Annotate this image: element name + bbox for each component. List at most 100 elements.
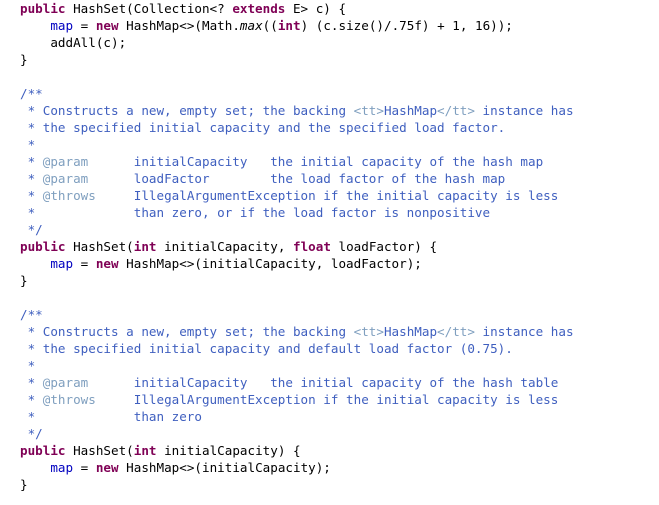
comment-token: HashMap — [383, 324, 438, 339]
comment-token: * — [20, 358, 36, 373]
keyword-token: extends — [232, 1, 286, 16]
comment-token: /** — [20, 307, 43, 322]
javadoc-tag-token: @throws — [42, 188, 96, 203]
code-token: HashSet( — [65, 443, 134, 458]
comment-token: * — [20, 392, 43, 407]
code-token — [20, 460, 50, 475]
comment-token: * — [20, 154, 43, 169]
code-token: loadFactor) { — [330, 239, 438, 254]
code-line[interactable]: map = new HashMap<>(initialCapacity); — [20, 459, 331, 476]
comment-token: * — [20, 137, 36, 152]
code-token: addAll(c); — [20, 35, 127, 50]
comment-token: initialCapacity the initial capacity of … — [88, 375, 559, 390]
code-line[interactable]: * @throws IllegalArgumentException if th… — [20, 391, 559, 408]
code-token: HashSet(Collection<? — [65, 1, 233, 16]
javadoc-tag-token: @param — [42, 154, 89, 169]
code-line[interactable]: * @param initialCapacity the initial cap… — [20, 374, 559, 391]
code-line[interactable]: * the specified initial capacity and the… — [20, 119, 506, 136]
comment-token: /** — [20, 86, 43, 101]
keyword-token: new — [95, 460, 119, 475]
field-token: map — [50, 256, 74, 271]
comment-token: IllegalArgumentException if the initial … — [95, 188, 559, 203]
keyword-token: public — [20, 239, 66, 254]
comment-token: * than zero, or if the load factor is no… — [20, 205, 491, 220]
code-line[interactable]: * than zero — [20, 408, 202, 425]
comment-token: IllegalArgumentException if the initial … — [95, 392, 559, 407]
comment-token: initialCapacity the initial capacity of … — [88, 154, 544, 169]
comment-token: * Constructs a new, empty set; the backi… — [20, 103, 354, 118]
code-token: = — [73, 256, 96, 271]
comment-token: loadFactor the load factor of the hash m… — [88, 171, 506, 186]
keyword-token: int — [277, 18, 301, 33]
code-token: E> c) { — [285, 1, 347, 16]
comment-token: * Constructs a new, empty set; the backi… — [20, 324, 354, 339]
code-token: initialCapacity, — [156, 239, 293, 254]
code-line[interactable]: */ — [20, 425, 43, 442]
keyword-token: new — [95, 18, 119, 33]
code-line[interactable]: addAll(c); — [20, 34, 126, 51]
code-line[interactable]: * Constructs a new, empty set; the backi… — [20, 323, 574, 340]
code-token: } — [20, 477, 28, 492]
comment-token: * than zero — [20, 409, 202, 424]
keyword-token: int — [133, 443, 157, 458]
code-line[interactable]: */ — [20, 221, 43, 238]
field-token: map — [50, 460, 74, 475]
code-token — [20, 256, 50, 271]
keyword-token: float — [292, 239, 331, 254]
comment-token: * — [20, 375, 43, 390]
code-line[interactable]: * @param initialCapacity the initial cap… — [20, 153, 544, 170]
keyword-token: public — [20, 1, 66, 16]
javadoc-tag-token: <tt> — [353, 103, 384, 118]
javadoc-tag-token: <tt> — [353, 324, 384, 339]
field-token: map — [50, 18, 74, 33]
comment-token: * the specified initial capacity and def… — [20, 341, 513, 356]
code-line[interactable]: } — [20, 272, 28, 289]
comment-token: instance has — [474, 103, 574, 118]
code-token: } — [20, 273, 28, 288]
code-token — [20, 18, 50, 33]
comment-token: * the specified initial capacity and the… — [20, 120, 506, 135]
code-line[interactable]: map = new HashMap<>(initialCapacity, loa… — [20, 255, 422, 272]
code-line[interactable]: public HashSet(int initialCapacity) { — [20, 442, 301, 459]
javadoc-tag-token: </tt> — [437, 103, 475, 118]
comment-token: instance has — [474, 324, 574, 339]
code-token: = — [73, 18, 96, 33]
code-token: (( — [262, 18, 278, 33]
code-token: = — [73, 460, 96, 475]
comment-token: */ — [20, 426, 43, 441]
code-line[interactable]: } — [20, 51, 28, 68]
code-line[interactable]: public HashSet(Collection<? extends E> c… — [20, 0, 346, 17]
javadoc-tag-token: @param — [42, 171, 89, 186]
method-token: max — [239, 18, 263, 33]
code-token: HashMap<>(Math. — [118, 18, 240, 33]
code-line[interactable]: * — [20, 136, 36, 153]
code-line[interactable]: * @throws IllegalArgumentException if th… — [20, 187, 559, 204]
code-line[interactable]: /** — [20, 306, 43, 323]
javadoc-tag-token: @throws — [42, 392, 96, 407]
code-line[interactable]: * Constructs a new, empty set; the backi… — [20, 102, 574, 119]
javadoc-tag-token: </tt> — [437, 324, 475, 339]
javadoc-tag-token: @param — [42, 375, 89, 390]
code-line[interactable]: map = new HashMap<>(Math.max((int) (c.si… — [20, 17, 513, 34]
code-token: initialCapacity) { — [156, 443, 301, 458]
comment-token: */ — [20, 222, 43, 237]
comment-token: HashMap — [383, 103, 438, 118]
keyword-token: public — [20, 443, 66, 458]
comment-token: * — [20, 188, 43, 203]
code-token: HashSet( — [65, 239, 134, 254]
code-line[interactable]: } — [20, 476, 28, 493]
code-token: HashMap<>(initialCapacity); — [118, 460, 331, 475]
code-line[interactable]: * — [20, 357, 36, 374]
code-token: } — [20, 52, 28, 67]
comment-token: * — [20, 171, 43, 186]
code-token: ) (c.size()/.75f) + 1, 16)); — [300, 18, 513, 33]
code-line[interactable]: public HashSet(int initialCapacity, floa… — [20, 238, 437, 255]
code-line[interactable]: /** — [20, 85, 43, 102]
code-token: HashMap<>(initialCapacity, loadFactor); — [118, 256, 422, 271]
code-line[interactable]: * than zero, or if the load factor is no… — [20, 204, 491, 221]
keyword-token: new — [95, 256, 119, 271]
code-line[interactable]: * the specified initial capacity and def… — [20, 340, 513, 357]
keyword-token: int — [133, 239, 157, 254]
code-line[interactable]: * @param loadFactor the load factor of t… — [20, 170, 506, 187]
